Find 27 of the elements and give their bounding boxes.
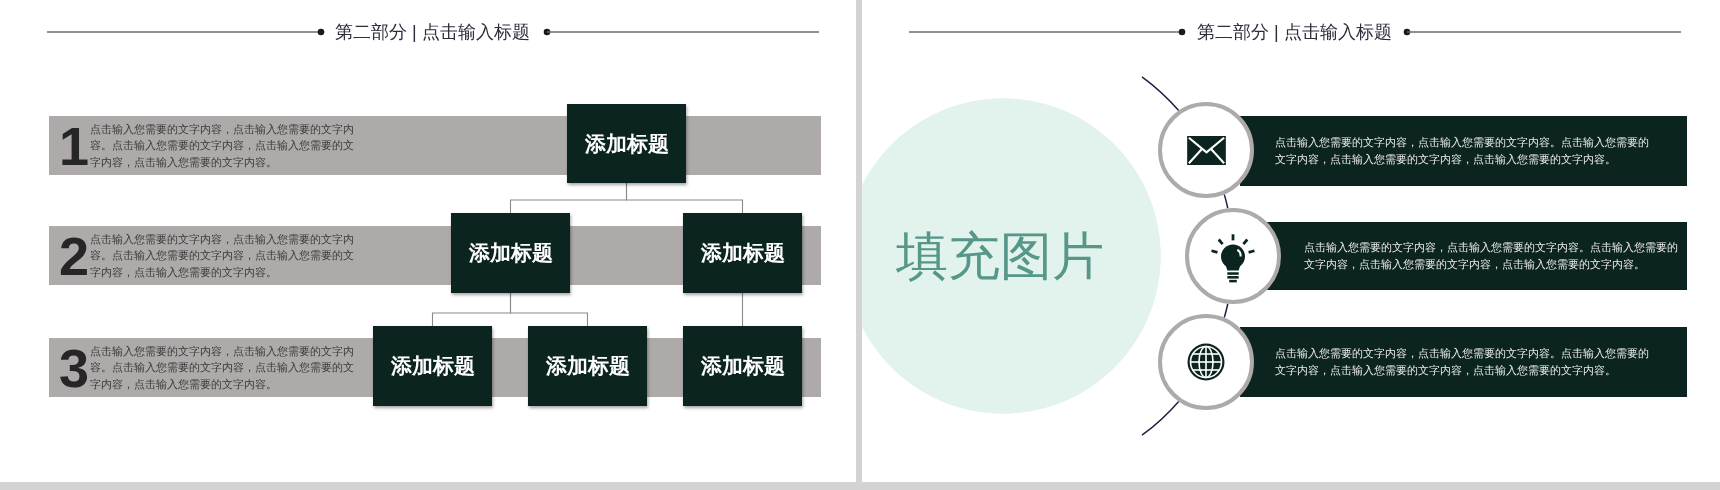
banner — [1240, 116, 1687, 186]
row-number: 1 — [59, 118, 90, 173]
connector-line — [741, 292, 744, 327]
connector-line — [1223, 193, 1229, 210]
heading-text: 第二部分 | 点击输入标题 — [1197, 21, 1392, 43]
connector-line — [1223, 302, 1229, 319]
connector-line — [1141, 400, 1180, 436]
title-box: 添加标题 — [567, 104, 686, 183]
title-box: 添加标题 — [683, 326, 802, 406]
heading-text: 第二部分 | 点击输入标题 — [335, 21, 530, 43]
title-box: 添加标题 — [373, 326, 492, 406]
body-text: 点击输入您需要的文字内容，点击输入您需要的文字内容。点击输入您需要的文字内容，点击输入您需要的文字内容，点击输入您需要的文字内容。 — [1275, 346, 1650, 378]
body-text: 点击输入您需要的文字内容，点击输入您需要的文字内容。点击输入您需要的文字内容，点击输入您需要的文字内容，点击输入您需要的文字内容。 — [90, 121, 355, 170]
connector-line — [509, 292, 589, 327]
title-box: 添加标题 — [683, 213, 802, 293]
connector-line — [625, 182, 744, 214]
body-text: 点击输入您需要的文字内容，点击输入您需要的文字内容。点击输入您需要的文字内容，点击输入您需要的文字内容，点击输入您需要的文字内容。 — [1275, 135, 1650, 167]
row-number: 2 — [59, 228, 90, 283]
title-box: 添加标题 — [528, 326, 647, 406]
connector-line — [1141, 76, 1180, 112]
row-number: 3 — [59, 340, 90, 395]
body-text: 点击输入您需要的文字内容，点击输入您需要的文字内容。点击输入您需要的文字内容，点击输入您需要的文字内容，点击输入您需要的文字内容。 — [90, 231, 355, 280]
banner — [1240, 327, 1687, 397]
placeholder-text: 填充图片 — [896, 226, 1104, 286]
body-text: 点击输入您需要的文字内容，点击输入您需要的文字内容。点击输入您需要的文字内容，点击输入您需要的文字内容，点击输入您需要的文字内容。 — [90, 343, 355, 392]
title-box: 添加标题 — [451, 213, 570, 293]
body-text: 点击输入您需要的文字内容，点击输入您需要的文字内容。点击输入您需要的文字内容，点击输入您需要的文字内容，点击输入您需要的文字内容。 — [1304, 240, 1679, 272]
